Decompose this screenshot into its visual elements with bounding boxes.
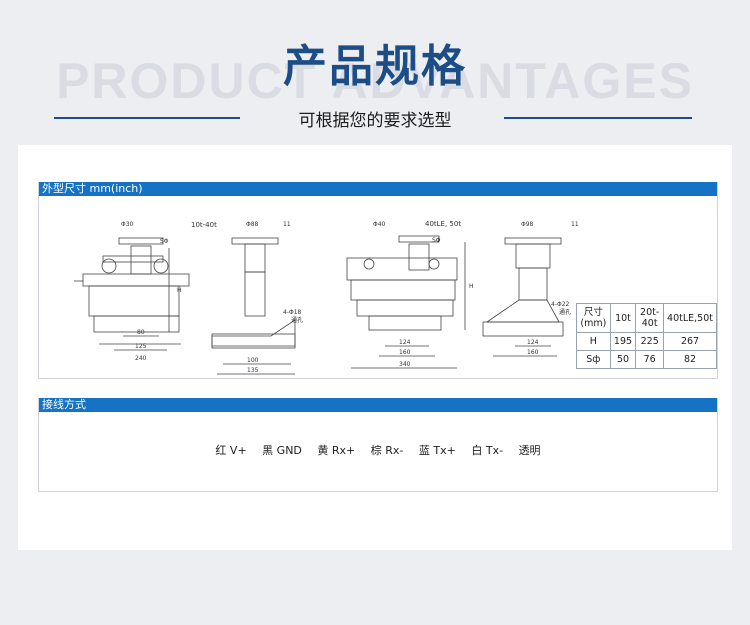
wire-white: 白 Tx- bbox=[471, 444, 504, 457]
spec-table-header: 尺寸 (mm) 10t 20t-40t 40tLE,50t bbox=[576, 303, 717, 333]
spec-cell: 195 bbox=[609, 332, 637, 351]
drawing-1-top-dim: Φ30 bbox=[121, 221, 134, 228]
right-rule bbox=[504, 117, 692, 119]
spec-header-cell: 10t bbox=[609, 303, 637, 333]
drawing-4-top-dim: Φ98 bbox=[521, 221, 534, 228]
drawing-4-side-view bbox=[482, 237, 564, 357]
drawing-3-height: H bbox=[469, 283, 474, 290]
wire-red: 红 V+ bbox=[215, 444, 247, 457]
drawing-2-dim-a: 100 bbox=[247, 357, 259, 364]
drawing-3-range: 40tLE, 50t bbox=[425, 220, 461, 228]
spec-header-cell: 40tLE,50t bbox=[663, 303, 717, 333]
wire-transparent: 透明 bbox=[518, 444, 541, 457]
spec-cell: H bbox=[576, 332, 611, 351]
drawing-4-dim-b: 160 bbox=[527, 349, 539, 356]
spec-cell: 225 bbox=[635, 332, 665, 351]
spec-header-cell: 20t-40t bbox=[635, 303, 665, 333]
drawing-2-hole-2: 通孔 bbox=[291, 316, 303, 324]
drawing-4-top-right: 11 bbox=[571, 221, 579, 228]
drawing-3-dim-a: 124 bbox=[399, 339, 411, 346]
drawing-3-top-dim: Φ40 bbox=[373, 221, 386, 228]
background-word: PRODUCT ADVANTAGES bbox=[56, 53, 694, 109]
spec-cell: Sф bbox=[576, 350, 611, 369]
spec-cell: 76 bbox=[635, 350, 665, 369]
drawing-2-side-view bbox=[211, 237, 296, 375]
drawing-1-dim-a: 80 bbox=[137, 329, 145, 336]
wire-brown: 棕 Rx- bbox=[370, 444, 404, 457]
drawing-3-dim-c: 340 bbox=[399, 361, 411, 368]
drawing-2-top-dim: Φ88 bbox=[246, 221, 259, 228]
dimension-drawings: 10t-40t Φ30 SΦ H 80 125 240 Φ88 11 4-Φ18… bbox=[74, 220, 579, 375]
spec-header-cell: 尺寸 (mm) bbox=[576, 303, 611, 333]
wiring-panel: 接线方式 红 V+ 黑 GND 黄 Rx+ 棕 Rx- 蓝 Tx+ 白 Tx- … bbox=[38, 398, 718, 492]
content-card: 外型尺寸 mm(inch) bbox=[18, 145, 732, 550]
spec-cell: 50 bbox=[609, 350, 637, 369]
drawing-1-height: H bbox=[177, 287, 182, 294]
page-title: 产品规格 bbox=[283, 41, 467, 92]
table-row: H 195 225 267 bbox=[576, 332, 717, 351]
spec-cell: 267 bbox=[663, 332, 717, 351]
drawing-3-front-view bbox=[346, 235, 466, 369]
drawing-1-front-view bbox=[74, 237, 190, 351]
wire-yellow: 黄 Rx+ bbox=[317, 444, 356, 457]
table-row: Sф 50 76 82 bbox=[576, 350, 717, 369]
drawing-2-hole-1: 4-Φ18 bbox=[283, 309, 302, 316]
drawing-3-ball: SΦ bbox=[432, 237, 441, 244]
drawing-4-dim-a: 124 bbox=[527, 339, 539, 346]
drawing-2-dim-b: 135 bbox=[247, 367, 259, 374]
wire-blue: 蓝 Tx+ bbox=[418, 444, 456, 457]
wire-black: 黑 GND bbox=[262, 444, 302, 457]
dimensions-header: 外型尺寸 mm(inch) bbox=[39, 182, 717, 196]
drawing-4-hole-2: 通孔 bbox=[559, 308, 571, 316]
drawing-1-dim-c: 240 bbox=[135, 355, 147, 362]
drawing-1-range: 10t-40t bbox=[191, 221, 217, 229]
wiring-header: 接线方式 bbox=[39, 398, 717, 412]
spec-table: 尺寸 (mm) 10t 20t-40t 40tLE,50t H 195 225 … bbox=[576, 303, 717, 369]
drawing-4-hole-1: 4-Φ22 bbox=[551, 301, 570, 308]
drawing-3-dim-b: 160 bbox=[399, 349, 411, 356]
wiring-list: 红 V+ 黑 GND 黄 Rx+ 棕 Rx- 蓝 Tx+ 白 Tx- 透明 bbox=[39, 442, 717, 458]
spec-cell: 82 bbox=[663, 350, 717, 369]
dimensions-panel: 外型尺寸 mm(inch) bbox=[38, 182, 718, 379]
drawing-1-dim-b: 125 bbox=[135, 343, 147, 350]
page-subtitle: 可根据您的要求选型 bbox=[298, 111, 452, 131]
drawing-1-ball: SΦ bbox=[160, 238, 169, 245]
drawing-2-top-right: 11 bbox=[283, 221, 291, 228]
left-rule bbox=[54, 117, 240, 119]
